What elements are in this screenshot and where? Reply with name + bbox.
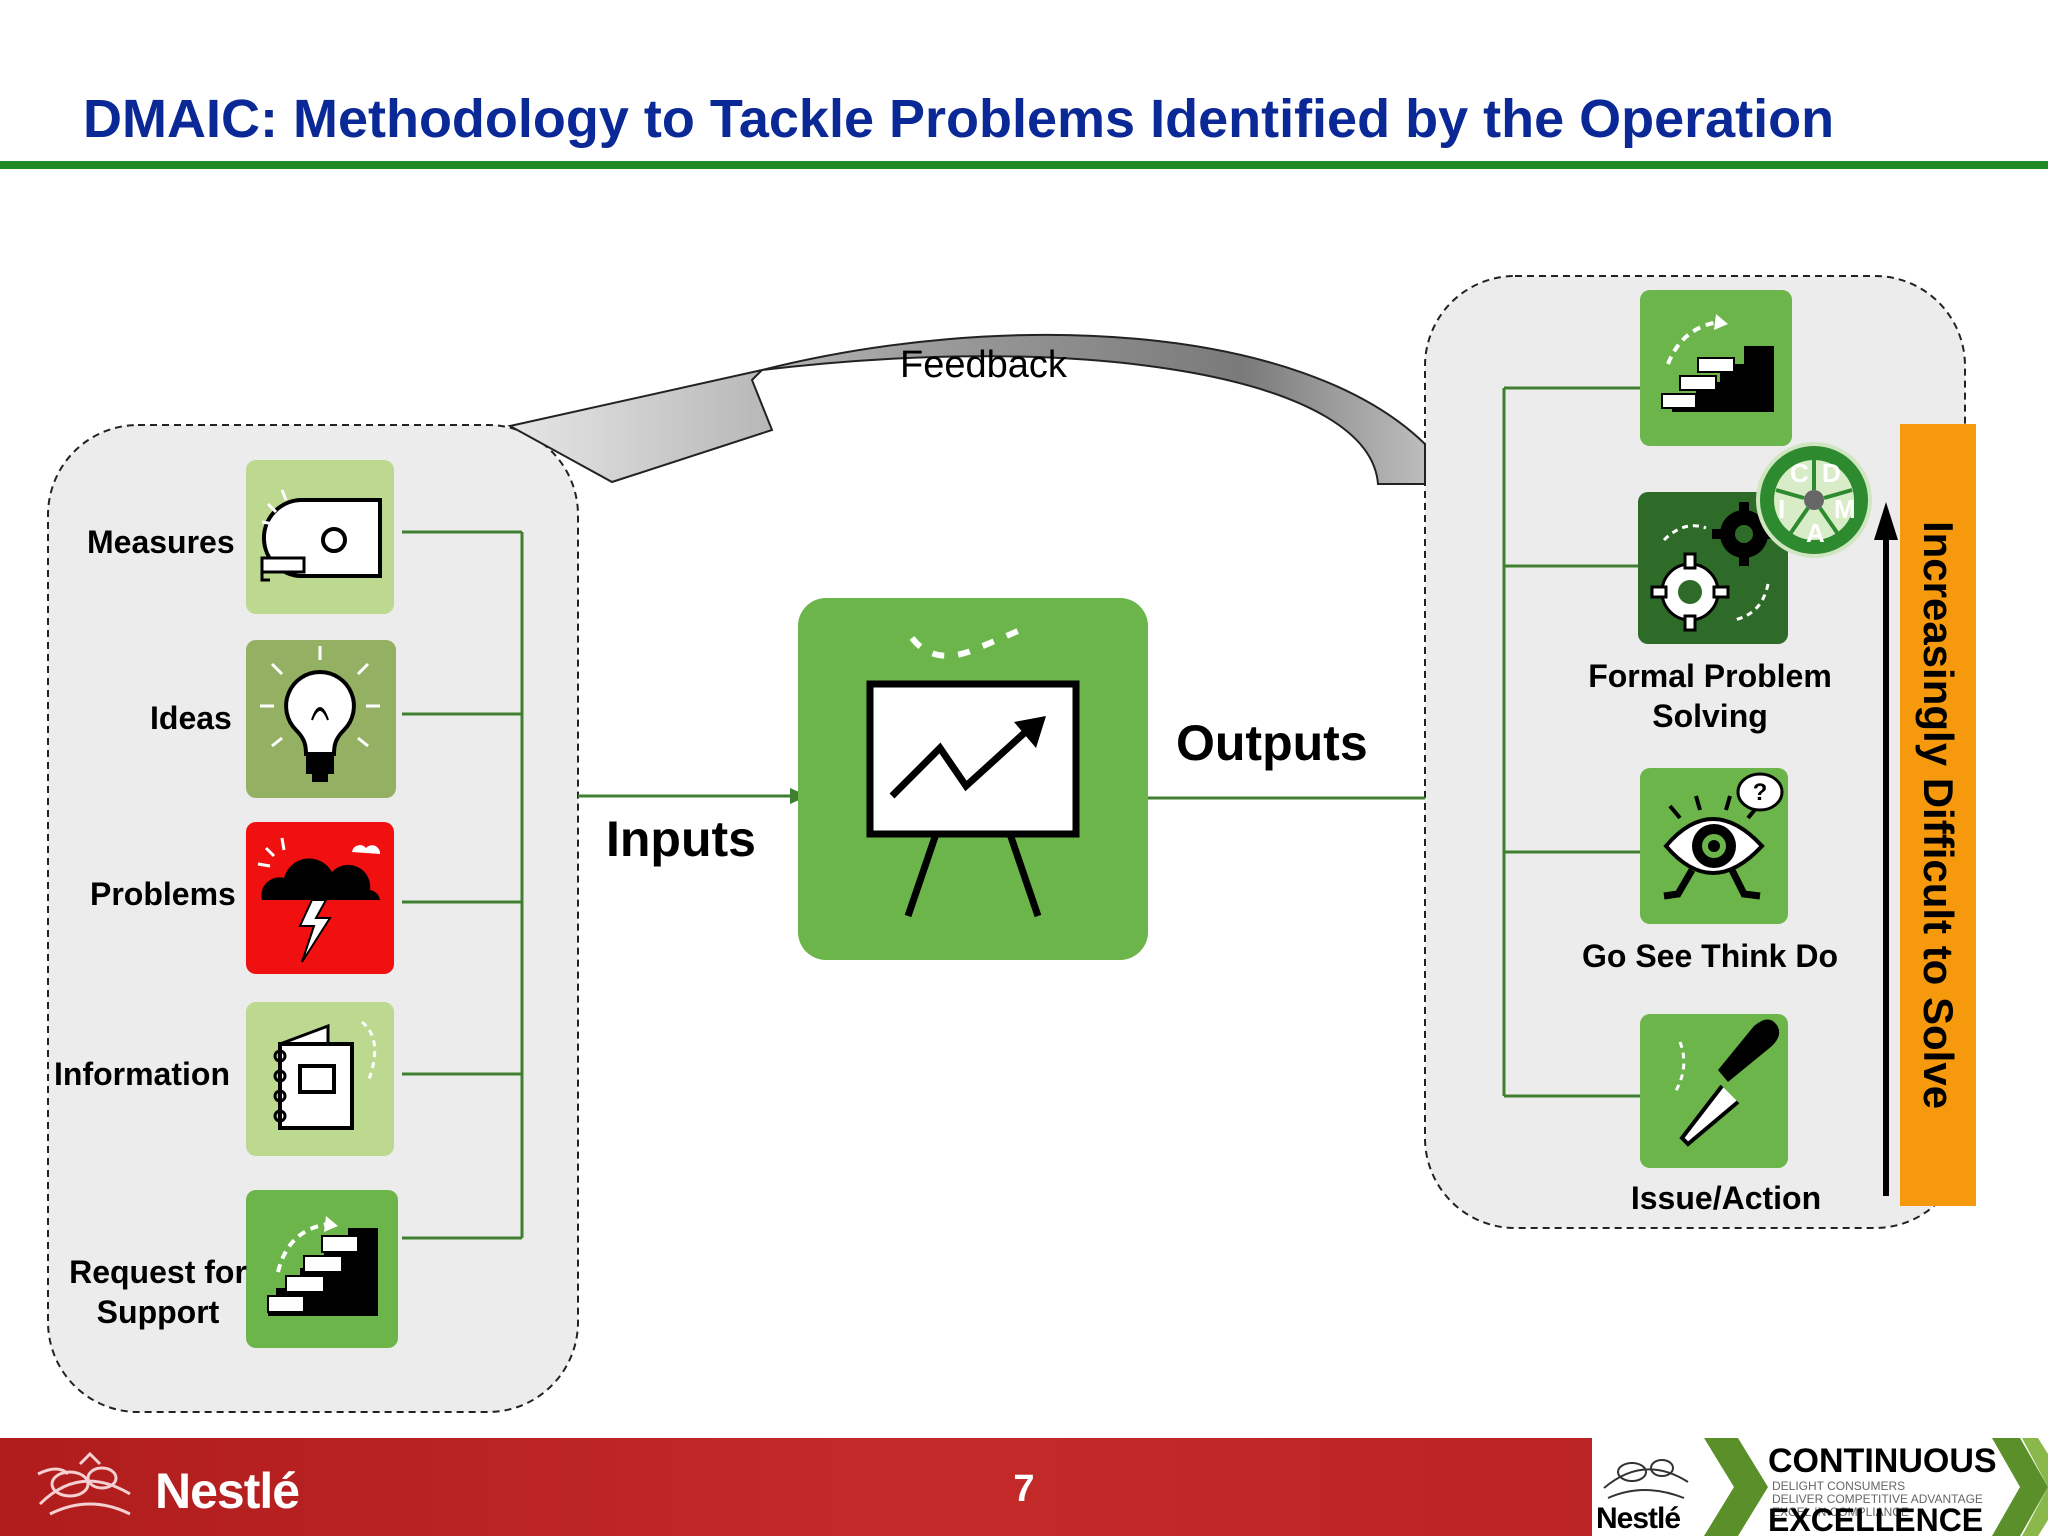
outputs-label: Outputs [1176, 715, 1368, 771]
gears-icon [1638, 492, 1788, 644]
continuous-excellence-logo: CONTINUOUS DELIGHT CONSUMERS DELIVER COM… [1592, 1438, 2048, 1536]
dmaic-badge-icon [1756, 442, 1872, 558]
output-label-formal-problem-solving: Formal Problem Solving [1588, 658, 1832, 734]
feedback-label: Feedback [900, 344, 1067, 386]
svg-text:?: ? [1753, 779, 1768, 806]
storm-cloud-icon [246, 822, 394, 974]
nest-logo-icon [37, 1451, 131, 1516]
input-label-measures: Measures [87, 524, 235, 560]
eye-icon: ? [1640, 768, 1788, 924]
input-label-request-support: Request for Support [69, 1254, 247, 1330]
dmaic-letter-d: D [1822, 458, 1841, 488]
dmaic-letter-i: I [1778, 494, 1786, 524]
lightbulb-icon [246, 640, 396, 798]
ce-line-2: DELIVER COMPETITIVE ADVANTAGE [1772, 1492, 1983, 1506]
ce-emblem-icon [1603, 1438, 2048, 1536]
page-title: DMAIC: Methodology to Tackle Problems Id… [83, 89, 1835, 149]
input-connectors [402, 530, 798, 1240]
title-rule [0, 161, 2048, 169]
feedback-arrow [507, 333, 1426, 485]
stairs-icon [246, 1190, 398, 1348]
difficulty-label: Increasingly Difficult to Solve [1915, 520, 1962, 1110]
presentation-chart-icon [798, 598, 1148, 960]
output-label-issue-action: Issue/Action [1630, 1180, 1822, 1216]
output-label-go-see-think-do: Go See Think Do [1581, 938, 1839, 974]
ce-line-3: EXCEL IN COMPLIANCE [1772, 1505, 1909, 1519]
input-label-information: Information [54, 1056, 230, 1092]
output-connectors [1146, 386, 1640, 1098]
page-number: 7 [1013, 1468, 1035, 1510]
difficulty-arrowhead [1874, 502, 1898, 540]
difficulty-bar: Increasingly Difficult to Solve [1900, 424, 1976, 1206]
tape-measure-icon [246, 460, 394, 614]
nestle-brand: Nestlé [155, 1463, 300, 1519]
dmaic-letter-m: M [1834, 494, 1856, 524]
output-stairs-icon [1640, 290, 1792, 446]
input-label-ideas: Ideas [150, 700, 232, 736]
dmaic-letter-a: A [1806, 518, 1825, 548]
notebook-icon [246, 1002, 394, 1156]
ce-title: CONTINUOUS [1768, 1442, 1997, 1480]
screwdriver-icon [1640, 1014, 1788, 1168]
ce-title-2: EXCELLENCE [1768, 1502, 1984, 1536]
dmaic-letter-c: C [1790, 458, 1809, 488]
ce-line-1: DELIGHT CONSUMERS [1772, 1479, 1906, 1493]
input-label-problems: Problems [90, 876, 236, 912]
ce-nestle-brand: Nestlé [1596, 1502, 1681, 1535]
inputs-label: Inputs [606, 811, 756, 867]
